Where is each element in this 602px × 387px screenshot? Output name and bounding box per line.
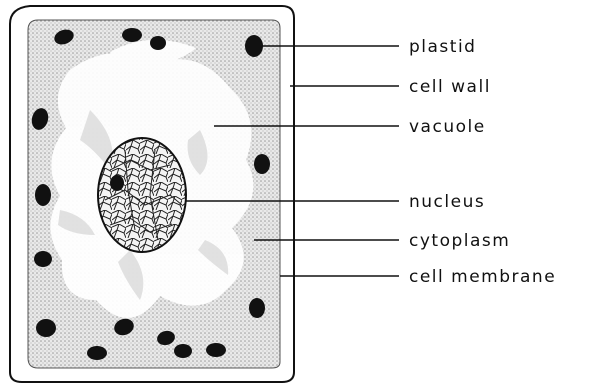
nucleus-label: nucleus — [409, 192, 485, 212]
vacuole-label: vacuole — [409, 117, 486, 137]
cell-wall-label: cell wall — [409, 77, 491, 97]
cell-membrane-label: cell membrane — [409, 267, 556, 287]
nucleolus — [110, 175, 124, 191]
nucleus — [98, 138, 186, 252]
cytoplasm-label: cytoplasm — [409, 231, 510, 251]
plastid-label: plastid — [409, 37, 476, 57]
